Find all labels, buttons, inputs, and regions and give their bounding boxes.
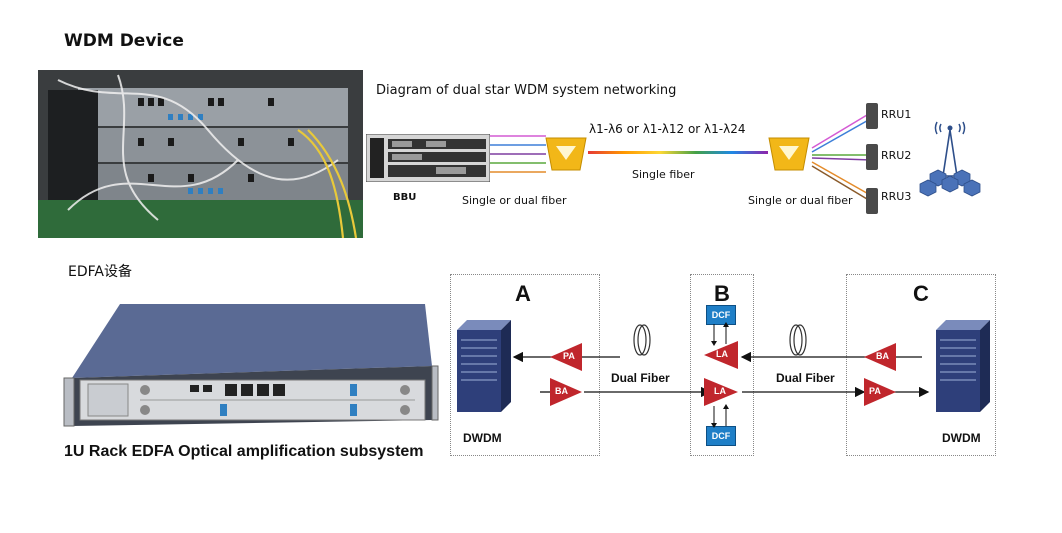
- la-amplifier-bottom-label: LA: [714, 386, 726, 396]
- right-wdm-mux-icon: [768, 137, 810, 171]
- pa-amplifier-c: PA: [864, 378, 896, 406]
- dcf-bottom-label: DCF: [711, 431, 731, 441]
- wdm-device-title: WDM Device: [64, 31, 184, 51]
- rru1-label: RRU1: [881, 108, 912, 121]
- rru2-icon: [866, 144, 878, 170]
- la-amplifier-top: LA: [704, 341, 738, 369]
- panel-a-label: A: [515, 281, 531, 306]
- left-wdm-mux-icon: [545, 137, 587, 171]
- panel-b-label: B: [714, 281, 730, 306]
- single-fiber-label: Single fiber: [632, 168, 695, 181]
- rru1-icon: [866, 103, 878, 129]
- dwdm-left-icon: [457, 320, 511, 412]
- rru3-label: RRU3: [881, 190, 912, 203]
- rru3-icon: [866, 188, 878, 214]
- cell-tower-icon: [919, 121, 981, 197]
- ba-amplifier-a-label: BA: [555, 386, 568, 396]
- bbu-device-icon: [365, 133, 491, 183]
- pa-amplifier-a: PA: [550, 343, 582, 371]
- dcf-top-box: DCF: [706, 305, 736, 325]
- fiber-coil-right-icon: [789, 324, 807, 356]
- left-fiber-bundle: [490, 135, 546, 173]
- dcf-bottom-box: DCF: [706, 426, 736, 446]
- dwdm-right-label: DWDM: [942, 431, 981, 445]
- fiber-coil-left-icon: [633, 324, 651, 356]
- rru2-label: RRU2: [881, 149, 912, 162]
- right-fiber-label: Single or dual fiber: [748, 194, 853, 207]
- bbu-label: BBU: [393, 192, 417, 203]
- dual-fiber-left-label: Dual Fiber: [611, 371, 670, 385]
- panel-b: [690, 274, 754, 456]
- right-fiber-bundle: [811, 111, 873, 203]
- pa-amplifier-c-label: PA: [869, 386, 881, 396]
- ba-amplifier-c: BA: [864, 343, 896, 371]
- ba-amplifier-a: BA: [550, 378, 582, 406]
- dwdm-left-label: DWDM: [463, 431, 502, 445]
- edfa-caption: 1U Rack EDFA Optical amplification subsy…: [64, 443, 424, 460]
- dual-fiber-right-label: Dual Fiber: [776, 371, 835, 385]
- wavelength-label: λ1-λ6 or λ1-λ12 or λ1-λ24: [589, 122, 746, 136]
- dwdm-right-icon: [936, 320, 990, 412]
- la-amplifier-bottom: LA: [704, 378, 738, 406]
- wdm-device-photo: [38, 70, 363, 238]
- single-fiber-line: [588, 151, 768, 154]
- dcf-link-arrows: [711, 322, 729, 428]
- panel-c-label: C: [913, 281, 929, 306]
- pa-amplifier-a-label: PA: [563, 351, 575, 361]
- dual-star-diagram-title: Diagram of dual star WDM system networki…: [376, 83, 677, 98]
- edfa-title: EDFA设备: [68, 264, 132, 280]
- left-fiber-label: Single or dual fiber: [462, 194, 567, 207]
- la-amplifier-top-label: LA: [716, 349, 728, 359]
- ba-amplifier-c-label: BA: [876, 351, 889, 361]
- panel-c: [846, 274, 996, 456]
- edfa-rack-photo: [63, 304, 439, 427]
- dcf-top-label: DCF: [711, 310, 731, 320]
